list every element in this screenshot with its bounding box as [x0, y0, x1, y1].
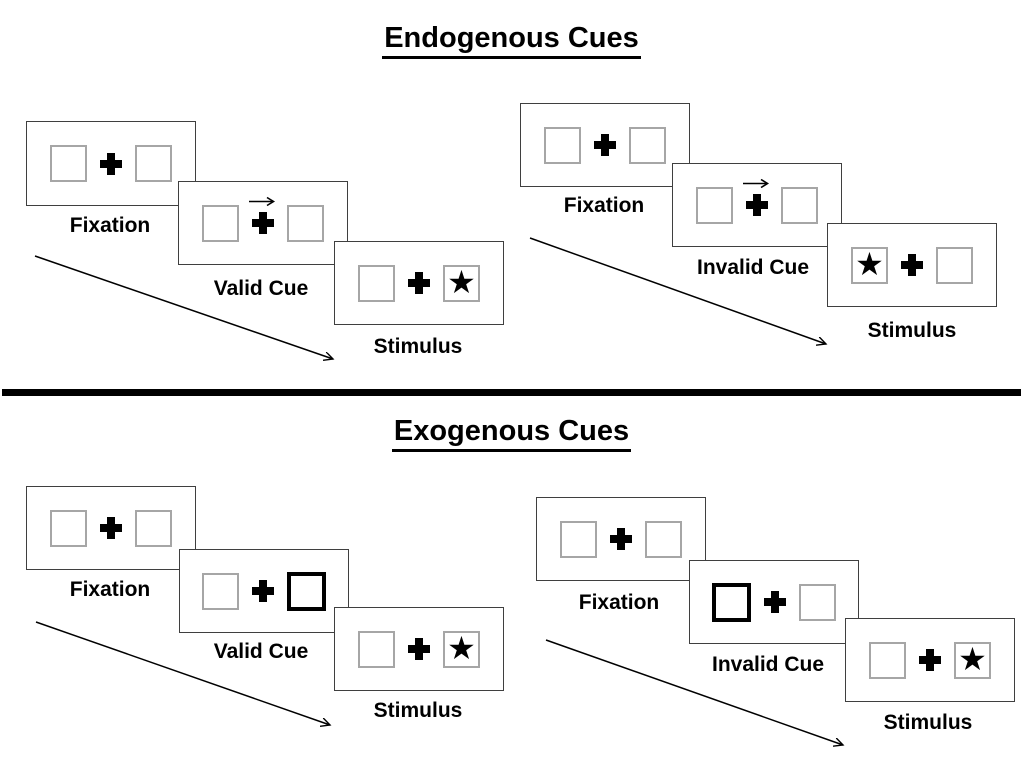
- endogenous-title-text: Endogenous Cues: [382, 22, 641, 59]
- fixation-cross-icon: [252, 212, 274, 234]
- right-box: [287, 204, 324, 242]
- fixation-cross-icon: [408, 638, 430, 660]
- cue-highlight-box: [712, 582, 751, 622]
- screen-label: Valid Cue: [213, 640, 309, 663]
- exogenous-section-title: Exogenous Cues: [0, 415, 1023, 452]
- fixation-screen: [26, 121, 196, 206]
- screen-label: Stimulus: [883, 711, 973, 734]
- fixation-cross-icon: [100, 152, 122, 175]
- star-icon: ★: [855, 246, 884, 282]
- left-box: [202, 572, 239, 610]
- left-box: [544, 126, 581, 164]
- target-box: ★: [443, 264, 480, 302]
- arrow-right-icon: [249, 196, 276, 207]
- screen-label: Fixation: [69, 578, 151, 601]
- screen-center: [408, 272, 430, 294]
- right-box: [135, 145, 172, 182]
- cue-screen: [689, 560, 859, 644]
- screen-label: Fixation: [69, 214, 151, 237]
- fixation-cross-icon: [252, 580, 274, 602]
- fixation-cross-icon: [408, 272, 430, 294]
- target-box: ★: [443, 630, 480, 668]
- stimulus-screen: ★: [334, 241, 504, 325]
- fixation-cross-icon: [919, 649, 941, 671]
- screen-label: Stimulus: [373, 699, 463, 722]
- stimulus-screen: ★: [827, 223, 997, 307]
- timeline-arrow-icon: [35, 621, 341, 734]
- star-icon: ★: [958, 641, 987, 677]
- screen-label: Fixation: [563, 194, 645, 217]
- screen-label: Stimulus: [867, 319, 957, 342]
- exogenous-title-text: Exogenous Cues: [391, 415, 632, 452]
- left-box: [560, 520, 597, 558]
- target-box: ★: [954, 641, 991, 679]
- fixation-screen: [520, 103, 690, 187]
- fixation-screen: [26, 486, 196, 570]
- endogenous-section-title: Endogenous Cues: [0, 22, 1023, 59]
- timeline-arrow-icon: [34, 255, 342, 370]
- left-box: [358, 630, 395, 668]
- screen-label: Invalid Cue: [696, 256, 810, 279]
- right-box: [936, 246, 973, 284]
- screen-center: [743, 178, 770, 216]
- stimulus-screen: ★: [334, 607, 504, 691]
- screen-center: [100, 517, 122, 539]
- screen-center: [408, 638, 430, 660]
- cue-screen: [672, 163, 842, 247]
- screen-label: Stimulus: [373, 335, 463, 358]
- stimulus-screen: ★: [845, 618, 1015, 702]
- screen-center: [594, 134, 616, 156]
- screen-label: Invalid Cue: [711, 653, 825, 676]
- right-box: [629, 126, 666, 164]
- arrow-right-icon: [743, 178, 770, 189]
- target-box: ★: [851, 246, 888, 284]
- timeline-arrow-icon: [529, 237, 837, 354]
- screen-label: Fixation: [578, 591, 660, 614]
- timeline-arrow-icon: [545, 639, 855, 756]
- screen-center: [249, 196, 276, 234]
- left-box: [50, 509, 87, 547]
- fixation-cross-icon: [610, 528, 632, 550]
- screen-center: [764, 591, 786, 613]
- screen-center: [100, 152, 122, 175]
- fixation-cross-icon: [746, 194, 768, 216]
- screen-center: [919, 649, 941, 671]
- cue-highlight-box: [287, 571, 326, 611]
- right-box: [799, 583, 836, 621]
- left-box: [202, 204, 239, 242]
- left-box: [696, 186, 733, 224]
- cue-screen: [179, 549, 349, 633]
- screen-label: Valid Cue: [213, 277, 309, 300]
- cue-screen: [178, 181, 348, 265]
- right-box: [645, 520, 682, 558]
- screen-center: [252, 580, 274, 602]
- fixation-screen: [536, 497, 706, 581]
- star-icon: ★: [447, 630, 476, 666]
- section-divider: [2, 389, 1021, 396]
- right-box: [135, 509, 172, 547]
- left-box: [869, 641, 906, 679]
- left-box: [358, 264, 395, 302]
- fixation-cross-icon: [594, 134, 616, 156]
- fixation-cross-icon: [901, 254, 923, 276]
- screen-center: [610, 528, 632, 550]
- screen-center: [901, 254, 923, 276]
- star-icon: ★: [447, 264, 476, 300]
- right-box: [781, 186, 818, 224]
- left-box: [50, 145, 87, 182]
- fixation-cross-icon: [764, 591, 786, 613]
- fixation-cross-icon: [100, 517, 122, 539]
